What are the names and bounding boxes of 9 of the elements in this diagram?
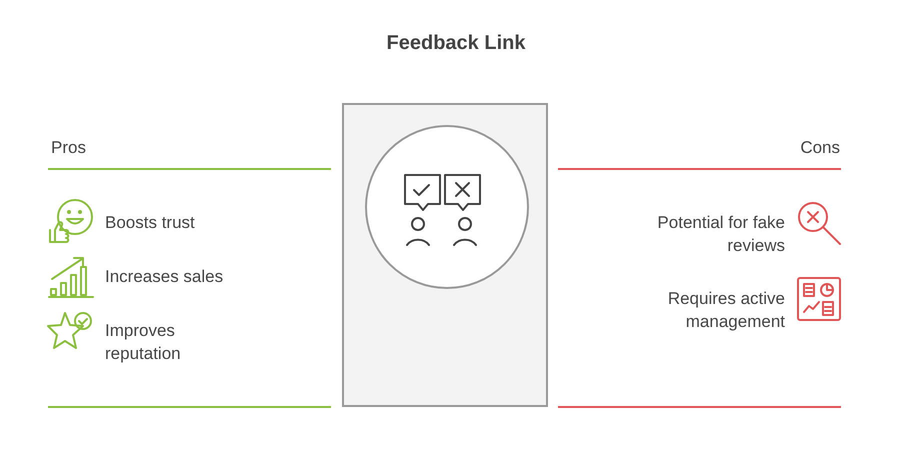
panel-box bbox=[342, 103, 548, 407]
pro-item: Boosts trust bbox=[105, 212, 196, 234]
pro-item: Improves reputation bbox=[105, 320, 182, 365]
con-item: Requires active management bbox=[666, 288, 785, 333]
section-heading: Cons bbox=[799, 137, 840, 159]
pro-item: Increases sales bbox=[105, 266, 224, 288]
diagram-title: Feedback Link bbox=[386, 32, 526, 55]
section-heading: Pros bbox=[51, 137, 87, 159]
con-item: Potential for fake reviews bbox=[656, 212, 785, 257]
